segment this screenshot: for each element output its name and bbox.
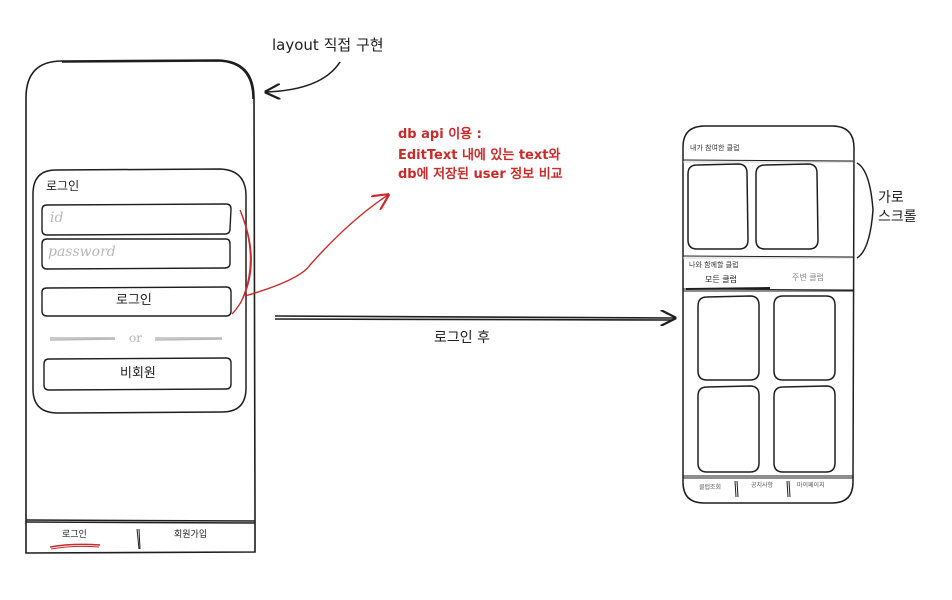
- all-club-cards: [697, 295, 836, 473]
- after-login-label: 로그인 후: [434, 330, 490, 346]
- signup-tab[interactable]: 회원가입: [174, 530, 208, 540]
- nav-club-search[interactable]: 클럽조회: [699, 484, 722, 491]
- after-login-arrow: [274, 316, 675, 320]
- id-field[interactable]: id: [50, 210, 64, 226]
- db-note-line-1: db api 이용 :: [398, 127, 482, 142]
- layout-note: layout 직접 구현: [272, 36, 384, 54]
- id-field-outline: [41, 203, 232, 236]
- main-section-dividers: [682, 159, 854, 292]
- login-button[interactable]: 로그인: [116, 293, 152, 308]
- db-note-line-3: db에 저장된 user 정보 비교: [398, 167, 563, 182]
- guest-button-outline: [43, 357, 232, 391]
- login-tab-active-underline: [49, 543, 101, 548]
- guest-button[interactable]: 비회원: [120, 366, 156, 381]
- or-divider: [49, 337, 223, 341]
- login-card-title: 로그인: [46, 179, 80, 193]
- db-note-line-2: EditText 내에 있는 text와: [398, 148, 561, 163]
- tab-all-clubs[interactable]: 모든 클럽: [705, 275, 737, 284]
- joined-club-cards: [687, 163, 819, 250]
- db-note-arrow: [244, 195, 388, 297]
- main-phone-frame: [682, 125, 855, 504]
- db-check-bracket: [231, 209, 252, 315]
- login-tab[interactable]: 로그인: [62, 530, 87, 540]
- main-bottom-bar: [683, 475, 853, 498]
- layout-note-arrow: [266, 61, 341, 92]
- tab-nearby-clubs[interactable]: 주변 클럽: [792, 273, 824, 282]
- joined-clubs-title: 내가 참여한 클럽: [690, 144, 740, 152]
- password-field[interactable]: password: [48, 244, 116, 260]
- nav-notices[interactable]: 공지사항: [751, 482, 774, 489]
- horizontal-scroll-bracket: [856, 162, 874, 259]
- main-tab-active-underline: [685, 287, 771, 290]
- login-phone-frame: [25, 59, 256, 554]
- horizontal-scroll-label-1: 가로: [878, 190, 904, 206]
- login-card: [32, 168, 247, 414]
- nav-my-page[interactable]: 마이페이지: [797, 482, 825, 489]
- login-bottom-bar: [25, 519, 256, 550]
- or-divider-text: or: [129, 331, 142, 345]
- recommended-clubs-title: 나와 함께할 클럽: [689, 261, 739, 269]
- horizontal-scroll-label-2: 스크롤: [878, 209, 917, 225]
- password-field-outline: [41, 238, 231, 270]
- login-button-outline: [41, 286, 232, 317]
